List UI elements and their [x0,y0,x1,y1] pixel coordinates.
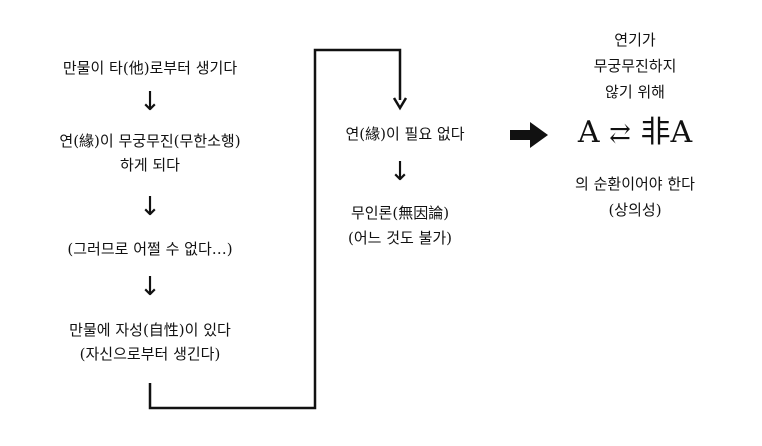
down-arrow-icon: ↓ [389,157,411,187]
middle-step-1: 연(緣)이 필요 없다 [345,125,465,143]
left-step-4-line-2: (자신으로부터 생긴다) [79,345,221,363]
right-arrow [510,122,548,148]
left-step-2-line-2: 하게 되다 [120,156,180,174]
left-step-4-line-1: 만물에 자성(自性)이 있다 [69,321,231,339]
formula: A ⇄ 非A [578,116,692,151]
middle-step-2-line-2: (어느 것도 불가) [347,229,453,247]
right-outro-line-1: 의 순환이어야 한다 [575,175,695,193]
formula-left: A [577,115,600,150]
down-arrow-icon: ↓ [139,272,161,302]
right-intro-line-1: 연기가 [614,31,656,49]
down-arrow-icon: ↓ [139,87,161,117]
left-step-1: 만물이 타(他)로부터 생기다 [62,59,238,77]
formula-right: 非A [640,115,693,150]
left-step-3: (그러므로 어쩔 수 없다…) [67,240,233,258]
middle-step-2-line-1: 무인론(無因論) [350,204,450,222]
bidirectional-arrow-icon: ⇄ [609,119,631,149]
right-outro-line-2: (상의성) [608,201,662,219]
right-intro-line-2: 무궁무진하지 [593,57,677,75]
left-step-2-line-1: 연(緣)이 무궁무진(무한소행) [59,132,241,150]
connector-path [148,48,402,410]
down-arrow-icon: ↓ [139,192,161,222]
connector-arrowhead [392,97,408,111]
right-intro-line-3: 않기 위해 [605,83,665,101]
